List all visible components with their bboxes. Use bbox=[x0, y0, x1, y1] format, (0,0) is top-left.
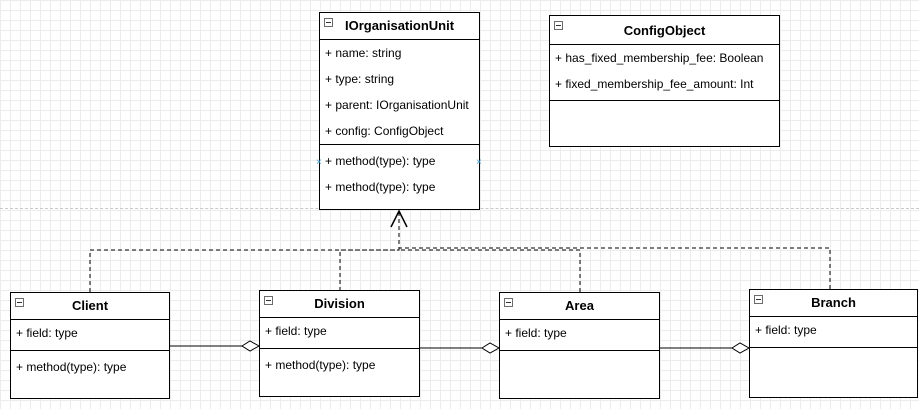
attributes-section: + field: type bbox=[750, 317, 917, 348]
collapse-icon[interactable] bbox=[15, 298, 24, 307]
class-name: ConfigObject bbox=[623, 23, 706, 38]
realization-line-area[interactable] bbox=[399, 249, 581, 292]
selection-handle-icon[interactable]: × bbox=[316, 157, 322, 168]
attribute-row[interactable]: + field: type bbox=[16, 326, 78, 340]
attributes-section: + field: type bbox=[260, 318, 419, 349]
attribute-row[interactable]: + fixed_membership_fee_amount: Int bbox=[555, 77, 754, 91]
aggregation-diamond-division bbox=[241, 340, 261, 352]
collapse-icon[interactable] bbox=[324, 18, 333, 27]
attribute-row[interactable]: + name: string bbox=[325, 46, 402, 60]
aggregation-diamond-area bbox=[481, 342, 501, 354]
attributes-section: + name: string + type: string + parent: … bbox=[320, 40, 479, 145]
attribute-row[interactable]: + field: type bbox=[505, 326, 567, 340]
realization-line-division[interactable] bbox=[339, 249, 399, 291]
class-iorganisationunit[interactable]: IOrganisationUnit + name: string + type:… bbox=[319, 12, 480, 210]
class-header: Division bbox=[260, 291, 419, 318]
class-header: Client bbox=[11, 293, 169, 320]
attribute-row[interactable]: + parent: IOrganisationUnit bbox=[325, 98, 469, 112]
class-configobject[interactable]: ConfigObject + has_fixed_membership_fee:… bbox=[549, 15, 780, 147]
methods-section: + method(type): type + method(type): typ… bbox=[320, 145, 479, 200]
class-client[interactable]: Client + field: type + method(type): typ… bbox=[10, 292, 170, 399]
realization-arrowhead bbox=[390, 209, 408, 228]
method-row[interactable]: + method(type): type bbox=[16, 360, 127, 374]
selection-handle-icon[interactable]: × bbox=[476, 157, 482, 168]
class-name: Area bbox=[565, 298, 594, 313]
class-name: Branch bbox=[811, 295, 856, 310]
attribute-row[interactable]: + config: ConfigObject bbox=[325, 124, 444, 138]
methods-section: + method(type): type bbox=[11, 351, 169, 380]
collapse-icon[interactable] bbox=[264, 296, 273, 305]
collapse-icon[interactable] bbox=[554, 21, 563, 30]
attribute-row[interactable]: + field: type bbox=[265, 324, 327, 338]
method-row[interactable]: + method(type): type bbox=[325, 154, 436, 168]
method-row[interactable]: + method(type): type bbox=[325, 180, 436, 194]
collapse-icon[interactable] bbox=[754, 295, 763, 304]
method-row[interactable]: + method(type): type bbox=[265, 358, 376, 372]
methods-section: + method(type): type bbox=[260, 349, 419, 378]
attribute-row[interactable]: + has_fixed_membership_fee: Boolean bbox=[555, 51, 764, 65]
class-header: Branch bbox=[750, 290, 917, 317]
class-name: IOrganisationUnit bbox=[344, 18, 455, 33]
realization-line-branch[interactable] bbox=[399, 247, 831, 289]
realization-line-client[interactable] bbox=[89, 212, 400, 292]
attributes-section: + field: type bbox=[500, 320, 659, 351]
aggregation-diamond-branch bbox=[731, 342, 751, 354]
class-name: Division bbox=[314, 296, 365, 311]
class-name: Client bbox=[71, 298, 109, 313]
class-header: ConfigObject bbox=[550, 16, 779, 45]
class-division[interactable]: Division + field: type + method(type): t… bbox=[259, 290, 420, 397]
class-header: Area bbox=[500, 293, 659, 320]
class-header: IOrganisationUnit bbox=[320, 13, 479, 40]
class-branch[interactable]: Branch + field: type bbox=[749, 289, 918, 398]
attribute-row[interactable]: + type: string bbox=[325, 72, 395, 86]
attributes-section: + has_fixed_membership_fee: Boolean + fi… bbox=[550, 45, 779, 101]
class-area[interactable]: Area + field: type bbox=[499, 292, 660, 399]
attribute-row[interactable]: + field: type bbox=[755, 323, 817, 337]
attributes-section: + field: type bbox=[11, 320, 169, 351]
collapse-icon[interactable] bbox=[504, 298, 513, 307]
